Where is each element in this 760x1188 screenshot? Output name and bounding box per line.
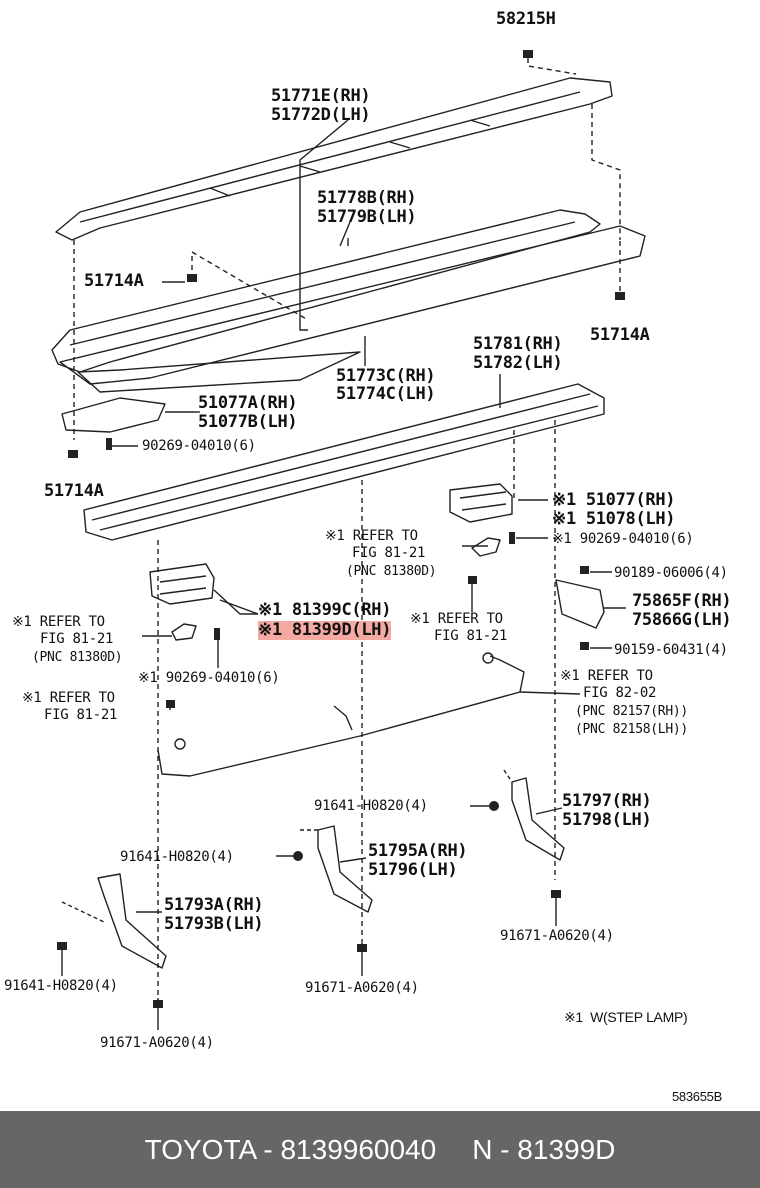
ref-left-line3: (PNC 81380D) — [32, 650, 123, 665]
step-bracket-51797-part — [511, 777, 565, 861]
label-75866g: 75866G(LH) — [632, 610, 732, 630]
label-51714a-top: 51714A — [84, 271, 144, 291]
label-51078: ※1 51078(LH) — [552, 509, 676, 529]
drawing-code: 583655B — [672, 1089, 722, 1104]
ref-top-line2: FIG 81-21 — [352, 545, 426, 561]
label-91671-c: 91671-A0620(4) — [100, 1035, 214, 1051]
label-51778b: 51778B(RH) — [317, 188, 417, 208]
step-bracket-51795a-part — [317, 825, 373, 913]
ref-left2-line1: ※1 REFER TO — [22, 690, 115, 706]
step-lamp-part — [555, 579, 605, 629]
label-51772d: 51772D(LH) — [271, 105, 371, 125]
label-90269-right: ※1 90269-04010(6) — [552, 531, 694, 547]
label-90269-top: 90269-04010(6) — [142, 438, 256, 454]
label-75865f: 75865F(RH) — [632, 591, 732, 611]
label-91671-b: 91671-A0620(4) — [305, 980, 419, 996]
footer-bar: TOYOTA - 8139960040 N - 81399D — [0, 1111, 760, 1188]
label-51781: 51781(RH) — [473, 334, 563, 354]
label-91641-c: 91641-H0820(4) — [4, 978, 118, 994]
label-90159: 90159-60431(4) — [614, 642, 728, 658]
ref-left-line1: ※1 REFER TO — [12, 614, 105, 630]
label-51771e: 51771E(RH) — [271, 86, 371, 106]
label-90189: 90189-06006(4) — [614, 565, 728, 581]
footnote-step-lamp: ※1 W(STEP LAMP) — [564, 1009, 688, 1025]
label-51077a: 51077A(RH) — [198, 393, 298, 413]
label-51714a-right: 51714A — [590, 325, 650, 345]
ref-left2-line2: FIG 81-21 — [44, 707, 118, 723]
ref-left-line2: FIG 81-21 — [40, 631, 114, 647]
label-91641-b: 91641-H0820(4) — [120, 849, 234, 865]
parts-diagram — [51, 50, 646, 1030]
ref-mid-line2: FIG 81-21 — [434, 628, 508, 644]
label-51793b: 51793B(LH) — [164, 914, 264, 934]
pnc-text: N - 81399D — [472, 1133, 616, 1165]
label-51796: 51796(LH) — [368, 860, 458, 880]
label-81399c: ※1 81399C(RH) — [258, 600, 392, 620]
label-51782: 51782(LH) — [473, 353, 563, 373]
label-51077: ※1 51077(RH) — [552, 490, 676, 510]
ref-82-line1: ※1 REFER TO — [560, 668, 653, 684]
step-bracket-51793a-part — [97, 873, 167, 969]
ref-top-line1: ※1 REFER TO — [325, 528, 418, 544]
lamp-bracket-left-part — [149, 563, 215, 605]
label-90269-left: ※1 90269-04010(6) — [138, 670, 280, 686]
label-51774c: 51774C(LH) — [336, 384, 436, 404]
label-81399d-highlighted: ※1 81399D(LH) — [258, 620, 392, 640]
ref-top-line3: (PNC 81380D) — [346, 564, 437, 579]
wire-harness-part — [157, 655, 525, 777]
label-51793a: 51793A(RH) — [164, 895, 264, 915]
label-51773c: 51773C(RH) — [336, 366, 436, 386]
part-number-text: TOYOTA - 8139960040 — [144, 1133, 437, 1165]
label-51795a: 51795A(RH) — [368, 841, 468, 861]
label-51797: 51797(RH) — [562, 791, 652, 811]
ref-82-line4: (PNC 82158(LH)) — [575, 722, 688, 737]
label-91671-a: 91671-A0620(4) — [500, 928, 614, 944]
label-91641-a: 91641-H0820(4) — [314, 798, 428, 814]
ref-82-line2: FIG 82-02 — [583, 685, 657, 701]
bracket-51077a-part — [61, 397, 166, 433]
label-51714a-left: 51714A — [44, 481, 104, 501]
label-51798: 51798(LH) — [562, 810, 652, 830]
lamp-bracket-right-part — [449, 483, 513, 523]
roof-rail-part — [55, 77, 613, 241]
label-58215h: 58215H — [496, 9, 556, 29]
step-rail-part — [83, 383, 605, 541]
ref-mid-line1: ※1 REFER TO — [410, 611, 503, 627]
label-51077b: 51077B(LH) — [198, 412, 298, 432]
ref-82-line3: (PNC 82157(RH)) — [575, 704, 688, 719]
label-51779b: 51779B(LH) — [317, 207, 417, 227]
